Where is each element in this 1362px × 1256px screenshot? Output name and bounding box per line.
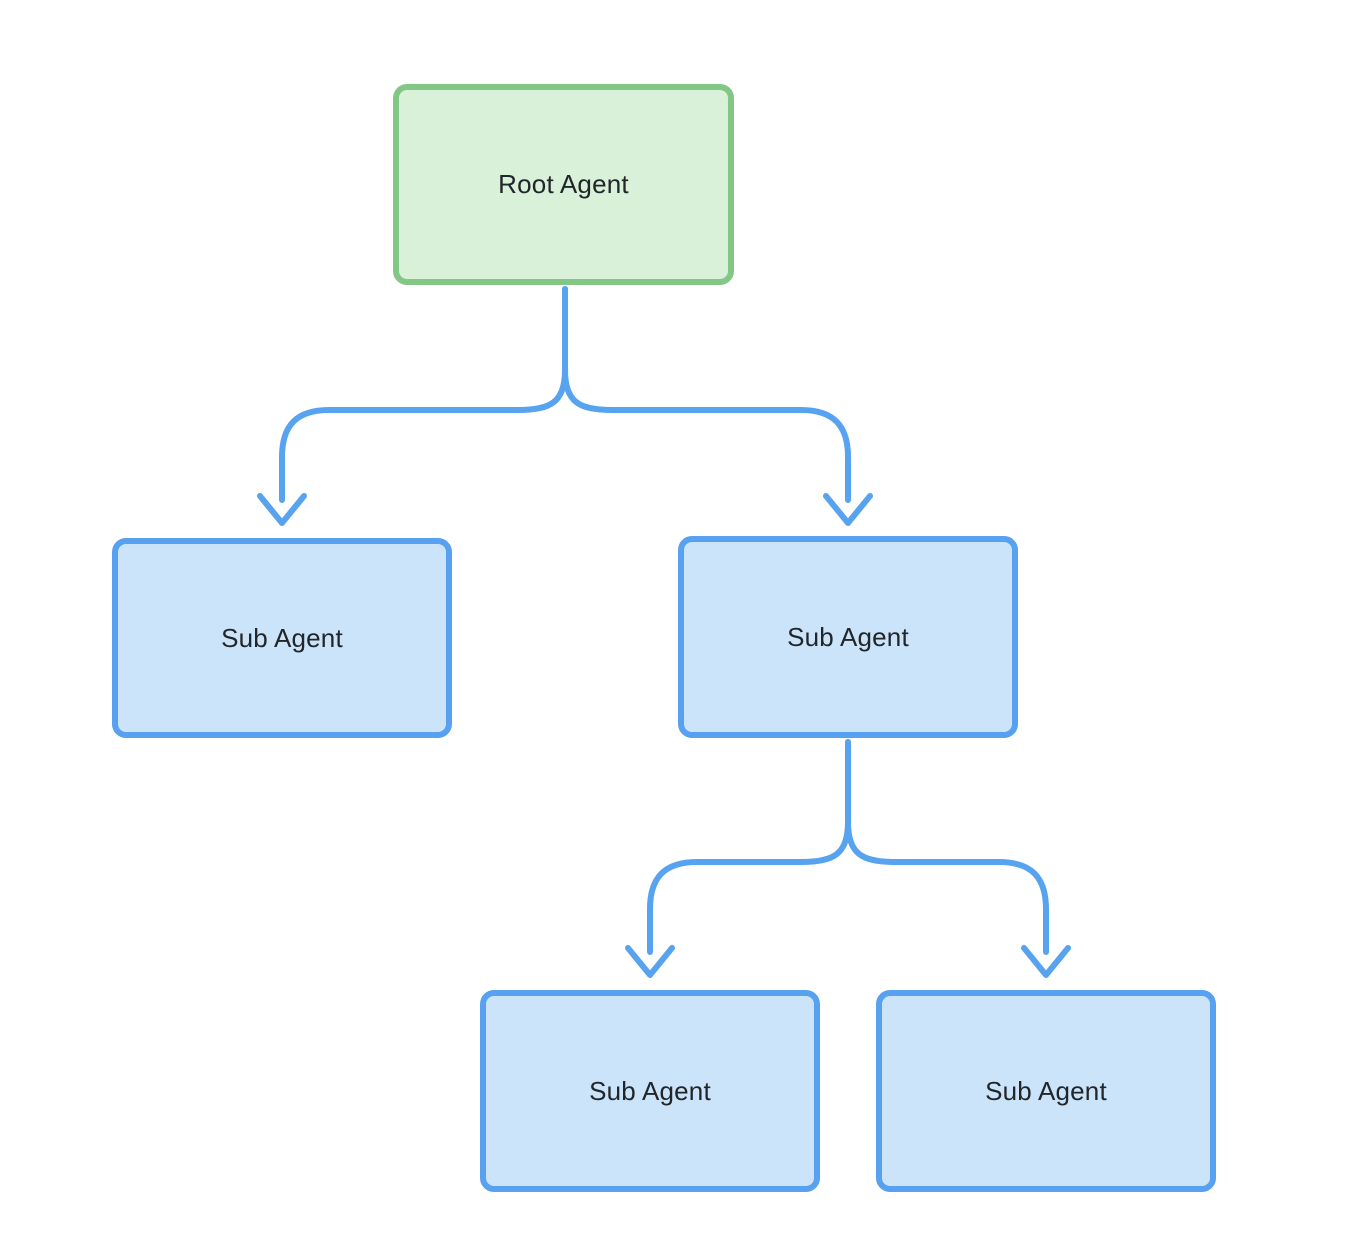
node-label: Sub Agent xyxy=(589,1075,711,1106)
node-root-agent: Root Agent xyxy=(393,84,734,285)
node-label: Sub Agent xyxy=(787,621,909,652)
arrowhead-icon xyxy=(257,493,307,526)
connector-sub-right-to-sub-r-right xyxy=(845,739,1071,978)
node-sub-agent-right: Sub Agent xyxy=(678,536,1018,738)
arrowhead-icon xyxy=(823,493,873,526)
connector-root-to-sub-right xyxy=(562,286,873,526)
node-sub-agent-left: Sub Agent xyxy=(112,538,452,738)
arrowhead-icon xyxy=(1021,945,1071,978)
node-sub-agent-right-right: Sub Agent xyxy=(876,990,1216,1192)
node-sub-agent-right-left: Sub Agent xyxy=(480,990,820,1192)
node-label: Root Agent xyxy=(498,169,629,199)
arrowhead-icon xyxy=(625,945,675,978)
connector-root-to-sub-left xyxy=(257,286,568,526)
node-label: Sub Agent xyxy=(221,622,343,653)
node-label: Sub Agent xyxy=(985,1075,1107,1106)
connector-sub-right-to-sub-r-left xyxy=(625,739,851,978)
